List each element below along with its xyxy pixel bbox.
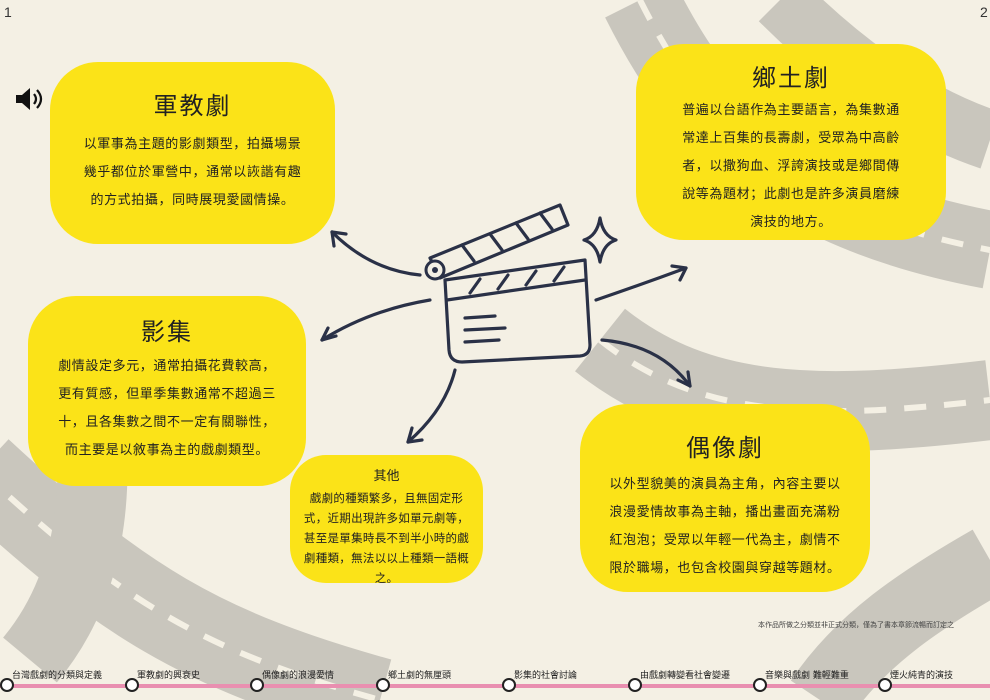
local-drama-title: 鄉土劇 (752, 64, 830, 92)
military-drama-card: 軍教劇 以軍事為主題的影劇類型，拍攝場景 幾乎都位於軍營中，通常以詼諧有趣 的方… (50, 62, 335, 244)
series-card: 影集 劇情設定多元，通常拍攝花費較高， 更有質感，但單季集數通常不超過三 十，且… (28, 296, 306, 486)
timeline-dot[interactable] (250, 678, 264, 692)
timeline-item-1[interactable]: 台灣戲劇的分類與定義 (0, 664, 126, 700)
timeline-dot[interactable] (628, 678, 642, 692)
idol-drama-title: 偶像劇 (686, 434, 764, 462)
timeline-item-3[interactable]: 偶像劇的浪漫愛情 (250, 664, 376, 700)
timeline-dot[interactable] (502, 678, 516, 692)
timeline-item-4[interactable]: 鄉土劇的無厘頭 (376, 664, 502, 700)
idol-drama-card: 偶像劇 以外型貌美的演員為主角，內容主要以 浪漫愛情故事為主軸，播出畫面充滿粉 … (580, 404, 870, 592)
idol-drama-description: 以外型貌美的演員為主角，內容主要以 浪漫愛情故事為主軸，播出畫面充滿粉 紅泡泡；… (609, 477, 841, 576)
timeline-item-8[interactable]: 煙火純青的演技 (878, 664, 990, 700)
page-number-right: 2 (980, 4, 988, 20)
timeline-dot[interactable] (125, 678, 139, 692)
military-drama-description: 以軍事為主題的影劇類型，拍攝場景 幾乎都位於軍營中，通常以詼諧有趣 的方式拍攝，… (83, 137, 302, 208)
other-description: 戲劇的種類繁多，且無固定形 式，近期出現許多如單元劇等， 甚至是單集時長不到半小… (303, 491, 470, 585)
local-drama-description: 普遍以台語作為主要語言，為集數通 常達上百集的長壽劇，受眾為中高齡 者，以撒狗血… (682, 103, 900, 230)
chapter-timeline: 台灣戲劇的分類與定義 軍教劇的興衰史 偶像劇的浪漫愛情 鄉土劇的無厘頭 影集的社… (0, 664, 990, 700)
page-number-left: 1 (4, 4, 12, 20)
footnote: 本作品所做之分類並非正式分類，僅為了書本章節流暢而訂定之 (758, 621, 954, 629)
timeline-dot[interactable] (753, 678, 767, 692)
speaker-icon[interactable] (14, 86, 44, 112)
other-card: 其他 戲劇的種類繁多，且無固定形 式，近期出現許多如單元劇等， 甚至是單集時長不… (290, 455, 483, 585)
timeline-dot[interactable] (376, 678, 390, 692)
series-description: 劇情設定多元，通常拍攝花費較高， 更有質感，但單季集數通常不超過三 十，且各集數… (58, 359, 276, 458)
series-title: 影集 (141, 318, 193, 346)
timeline-item-7[interactable]: 音樂與戲劇 難輕難重 (753, 664, 879, 700)
timeline-line (0, 684, 990, 688)
timeline-dot[interactable] (878, 678, 892, 692)
timeline-item-5[interactable]: 影集的社會討論 (502, 664, 628, 700)
timeline-item-2[interactable]: 軍教劇的興衰史 (125, 664, 251, 700)
other-title: 其他 (373, 469, 400, 484)
timeline-item-6[interactable]: 由戲劇轉變看社會變遷 (628, 664, 754, 700)
timeline-dot[interactable] (0, 678, 14, 692)
local-drama-card: 鄉土劇 普遍以台語作為主要語言，為集數通 常達上百集的長壽劇，受眾為中高齡 者，… (636, 44, 946, 240)
military-drama-title: 軍教劇 (153, 92, 232, 120)
